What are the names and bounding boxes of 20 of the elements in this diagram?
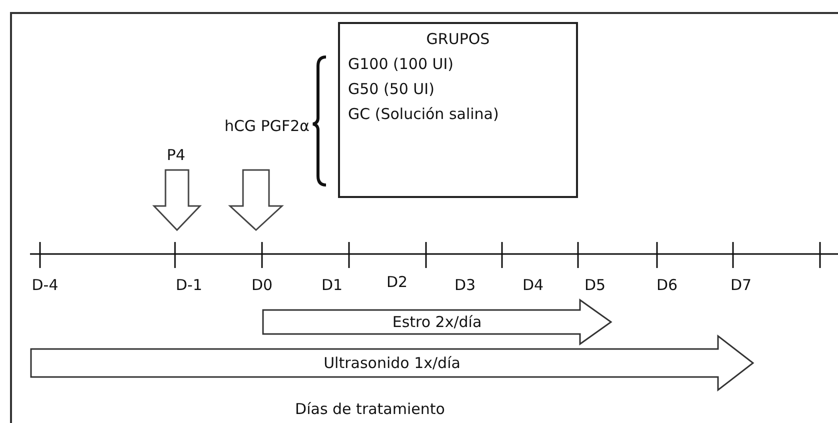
day-label: D5 bbox=[583, 276, 607, 295]
day-label: D7 bbox=[729, 276, 753, 295]
day-label: D-4 bbox=[30, 276, 60, 295]
day-label: D6 bbox=[655, 276, 679, 295]
box-heading: GRUPOS bbox=[425, 30, 491, 49]
injection-label: hCG PGF2α bbox=[223, 116, 311, 137]
group-item: GC (Solución salina) bbox=[348, 105, 500, 124]
day-label: D3 bbox=[453, 276, 477, 295]
day-label: D1 bbox=[320, 276, 344, 295]
group-item: G50 (50 UI) bbox=[348, 80, 436, 99]
arrow-label: Estro 2x/día bbox=[392, 313, 482, 331]
arrow-label: Ultrasonido 1x/día bbox=[324, 354, 460, 372]
injection-label: P4 bbox=[166, 146, 186, 165]
group-item: G100 (100 UI) bbox=[348, 55, 455, 74]
day-label: D4 bbox=[521, 276, 545, 295]
day-label: D0 bbox=[250, 276, 274, 295]
group-box bbox=[338, 22, 578, 198]
axis-title: Días de tratamiento bbox=[294, 400, 446, 419]
day-label: D-1 bbox=[174, 276, 204, 295]
day-label: D2 bbox=[385, 273, 409, 292]
